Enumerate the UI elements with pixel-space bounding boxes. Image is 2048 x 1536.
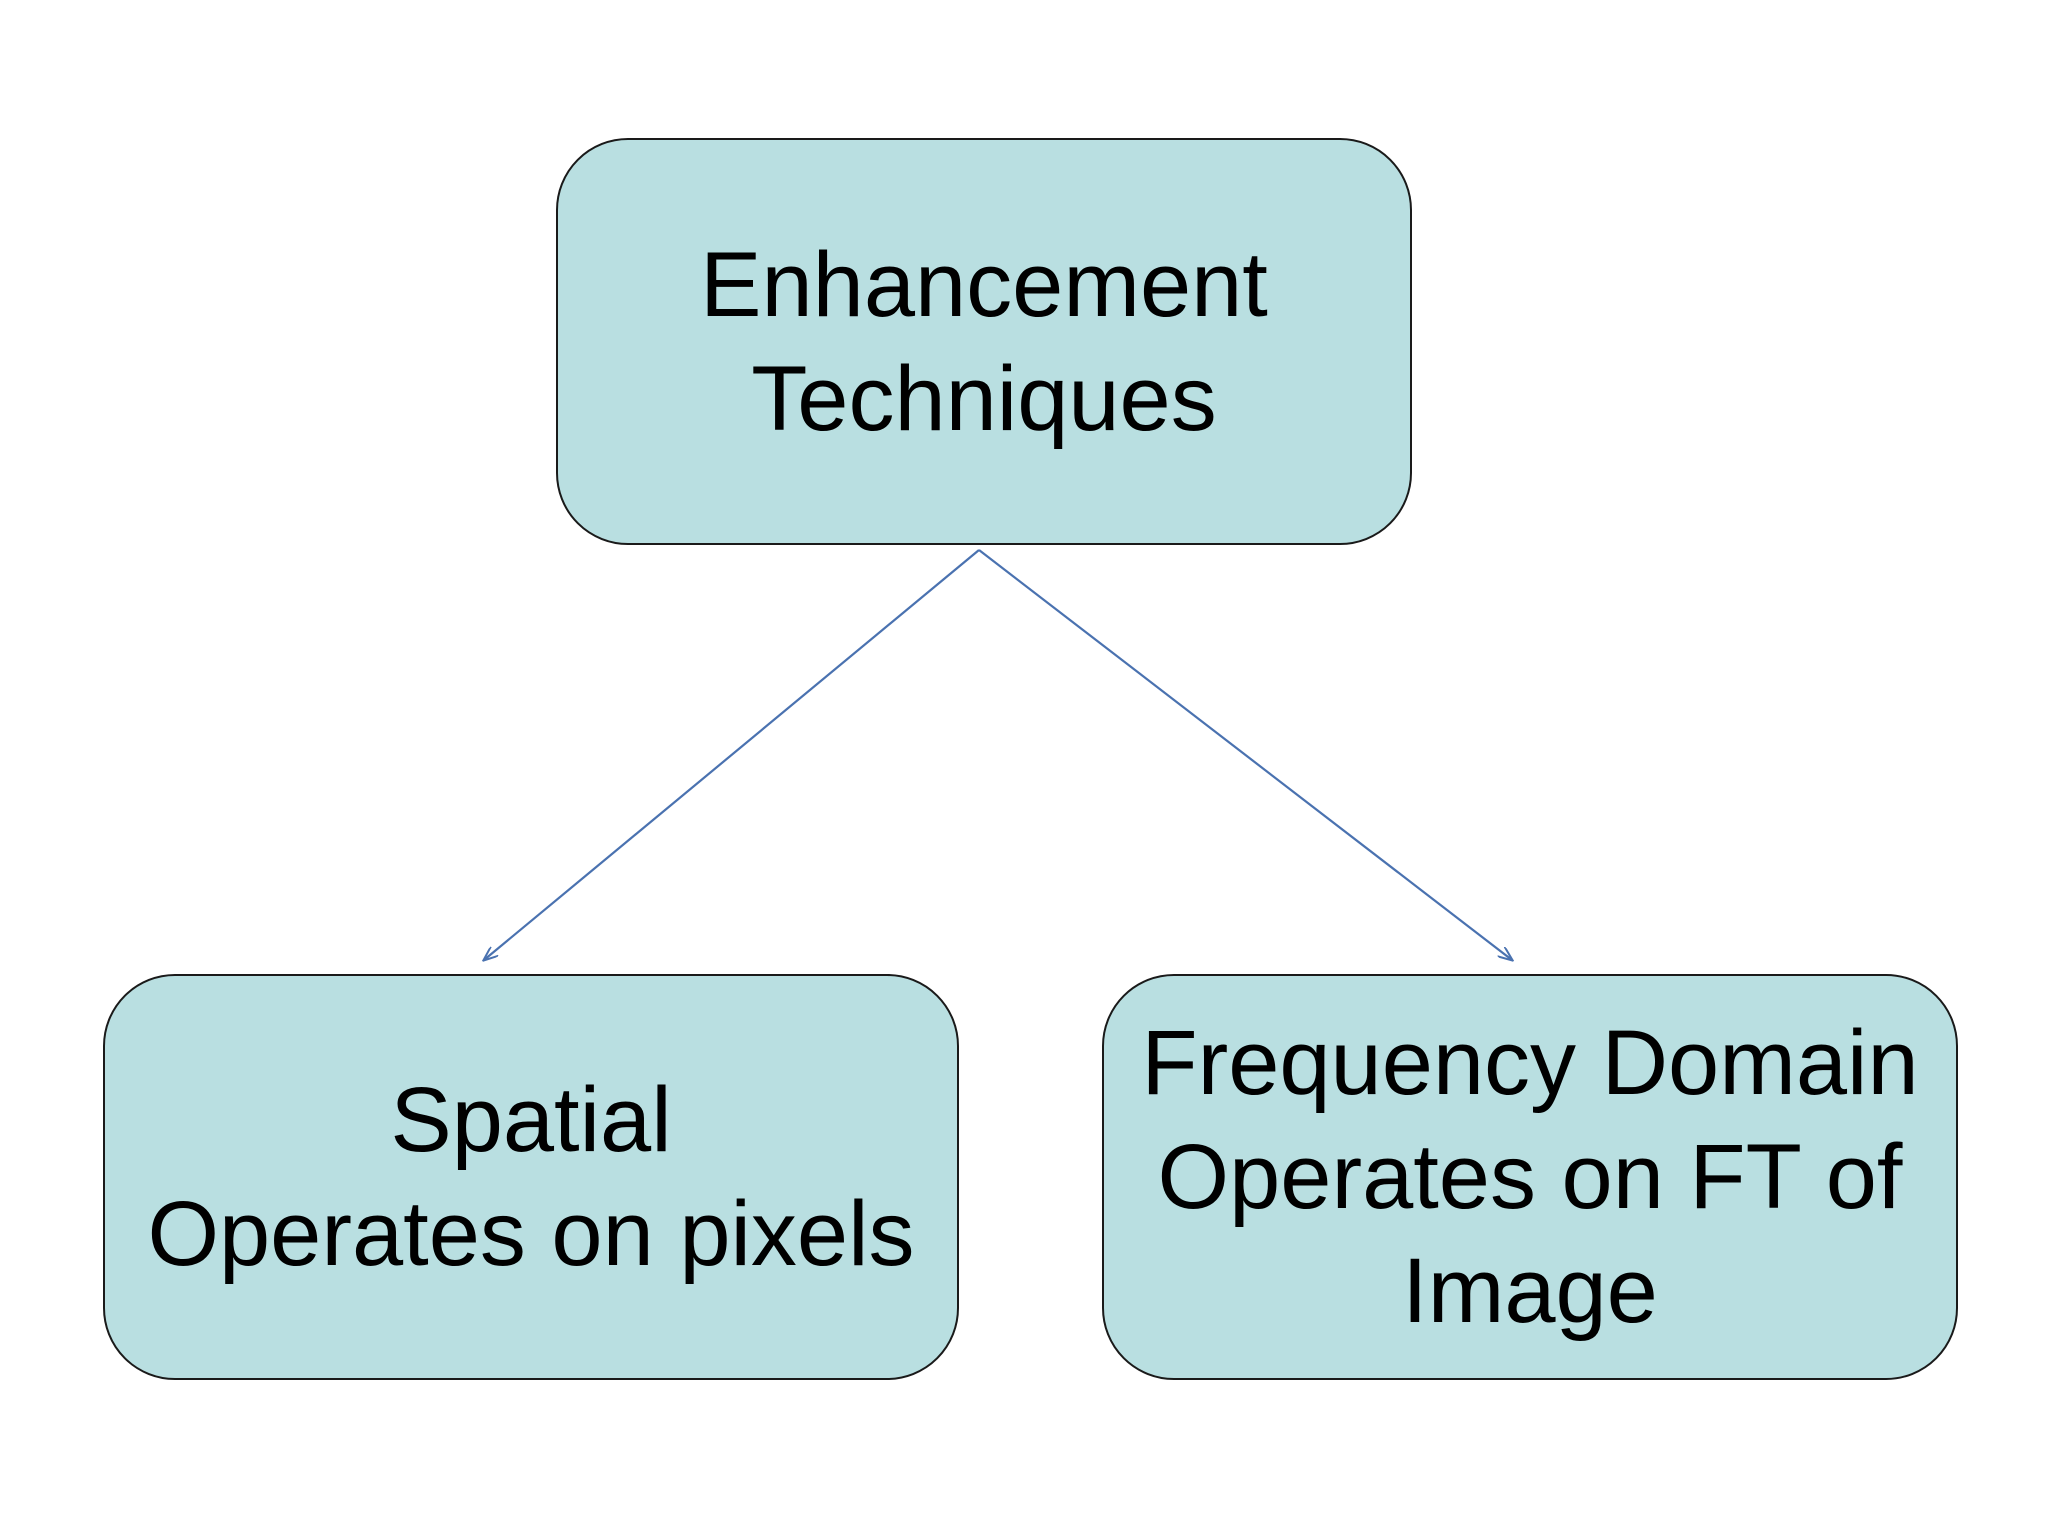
arrow-to-frequency [978, 549, 1512, 960]
node-root-line-1: Enhancement [700, 233, 1268, 336]
node-root-line-2: Techniques [751, 347, 1217, 450]
node-spatial-line-1: Spatial [390, 1069, 672, 1171]
node-spatial-line-2: Operates on pixels [147, 1183, 915, 1285]
node-enhancement-techniques: Enhancement Techniques [556, 138, 1412, 545]
node-frequency-line-2: Operates on FT of [1157, 1126, 1903, 1228]
node-frequency-domain: Frequency Domain Operates on FT of Image [1102, 974, 1958, 1380]
arrow-to-spatial [484, 549, 980, 960]
node-frequency-line-3: Image [1402, 1240, 1658, 1342]
node-spatial: Spatial Operates on pixels [103, 974, 959, 1380]
node-frequency-line-1: Frequency Domain [1141, 1012, 1919, 1114]
